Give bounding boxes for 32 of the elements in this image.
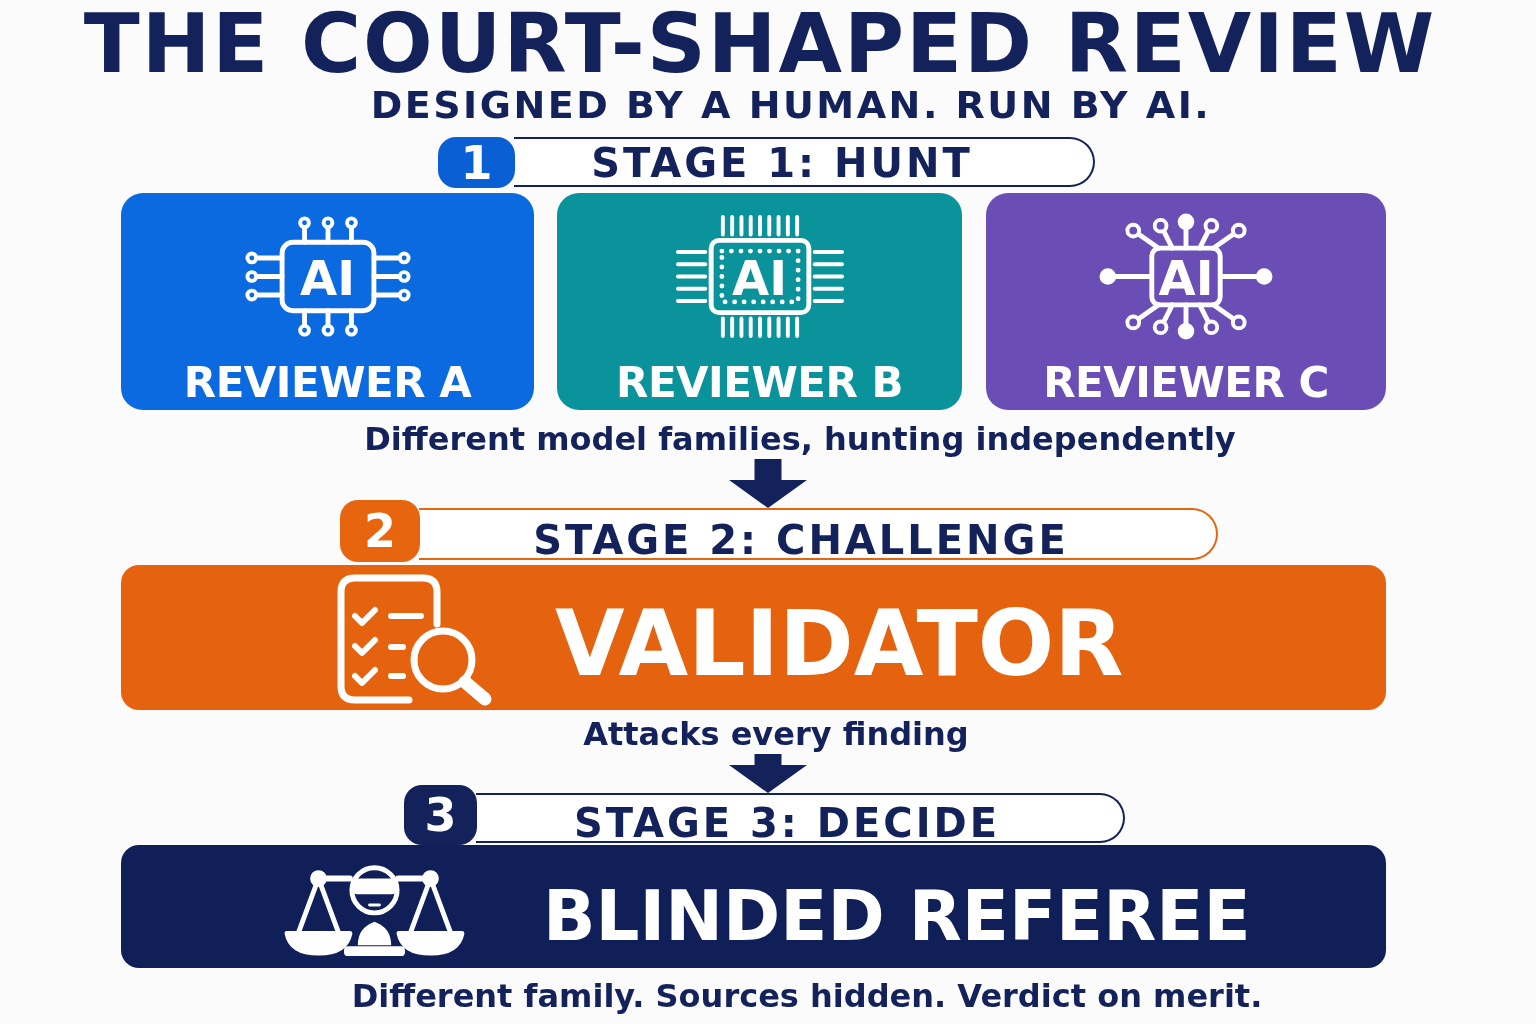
step-number: 1 bbox=[460, 139, 493, 186]
step-number: 2 bbox=[364, 508, 396, 554]
subtitle: DESIGNED BY A HUMAN. RUN BY AI. bbox=[370, 86, 1212, 124]
stage-banner bbox=[514, 137, 1095, 187]
step-badge bbox=[438, 137, 515, 188]
stage-caption: Different model families, hunting independently bbox=[364, 423, 1236, 455]
stage-heading: STAGE 1: HUNT bbox=[591, 143, 973, 183]
reviewer-name: REVIEWER A bbox=[183, 362, 472, 404]
down-arrow bbox=[729, 754, 807, 793]
panel-caption: Different family. Sources hidden. Verdict on merit. bbox=[351, 980, 1263, 1012]
stage-heading: STAGE 2: CHALLENGE bbox=[533, 520, 1069, 560]
reviewer-name: REVIEWER C bbox=[1043, 362, 1329, 404]
chip-text: AI bbox=[732, 254, 787, 302]
step-badge bbox=[404, 785, 477, 845]
stage-heading: STAGE 3: DECIDE bbox=[573, 803, 1001, 843]
chip-text: AI bbox=[1158, 254, 1214, 302]
step-number: 3 bbox=[424, 792, 457, 838]
title: THE COURT-SHAPED REVIEW bbox=[83, 3, 1437, 85]
down-arrow bbox=[729, 459, 807, 508]
chip-text: AI bbox=[300, 254, 355, 302]
stage-caption: Attacks every finding bbox=[583, 718, 969, 750]
referee-panel bbox=[121, 845, 1386, 968]
reviewer-name: REVIEWER B bbox=[616, 362, 903, 404]
reviewer-card bbox=[986, 193, 1386, 410]
referee-title: BLINDED REFEREE bbox=[543, 882, 1251, 951]
step-badge bbox=[340, 500, 420, 562]
validator-title: VALIDATOR bbox=[555, 599, 1124, 689]
reviewer-card bbox=[121, 193, 534, 410]
stage-banner bbox=[476, 793, 1125, 843]
stage-banner bbox=[419, 508, 1218, 560]
validator-panel bbox=[121, 565, 1386, 710]
reviewer-card bbox=[557, 193, 962, 410]
